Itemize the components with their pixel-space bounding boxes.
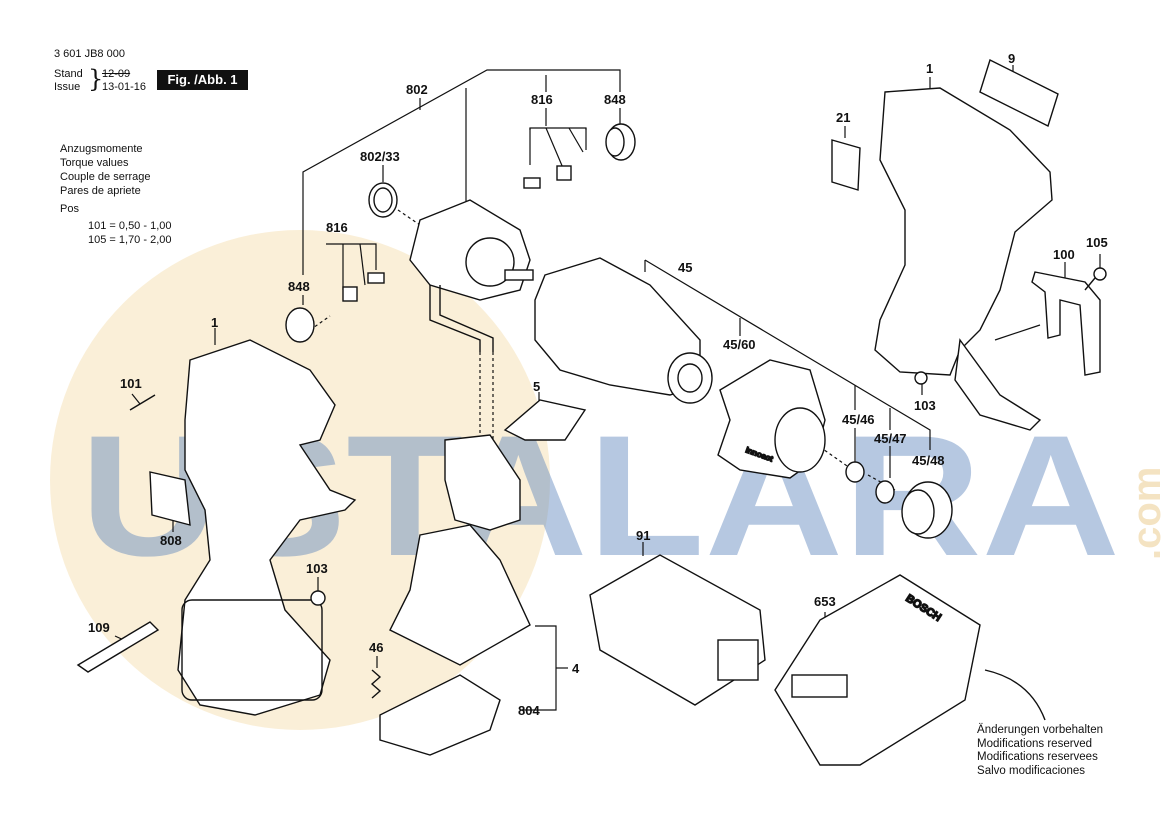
label-1-top: 1 (926, 61, 933, 76)
part-21-label (831, 139, 861, 191)
part-4-electronics-module (389, 524, 531, 666)
part-101-screw (129, 394, 156, 411)
label-816-left: 816 (326, 220, 348, 235)
old-date: 12-09 (102, 68, 131, 80)
part-45-48-sleeve-inner (901, 489, 935, 535)
part-804-battery-plate (379, 674, 501, 756)
part-103-nut-left (310, 590, 326, 606)
label-4: 4 (572, 661, 580, 676)
part-45-47-ring (875, 480, 895, 504)
part-816-spring-left (342, 286, 358, 302)
part-802-motor-face (465, 237, 515, 287)
part-105-screw (1093, 267, 1107, 281)
part-816-spring-top (556, 165, 572, 181)
part-46-spring (370, 669, 382, 699)
part-45-46-ring (845, 461, 865, 483)
part-91-battery-terminal (717, 639, 759, 681)
label-802-33: 802/33 (360, 149, 400, 164)
label-91: 91 (636, 528, 650, 543)
part-802-motor-lead-1 (429, 285, 481, 352)
note-es: Salvo modificaciones (977, 764, 1086, 777)
switch-body (444, 434, 521, 531)
part-802-motor-shaft (504, 269, 534, 281)
label-1-left: 1 (211, 315, 218, 330)
label-45-48: 45/48 (912, 453, 945, 468)
part-100-belt-clip (1031, 271, 1101, 376)
part-45-output-bore-inner (677, 363, 703, 393)
part-808-label (149, 471, 191, 526)
torque-pos-label: Pos (60, 203, 79, 215)
part-109-bit (76, 621, 160, 673)
label-9: 9 (1008, 51, 1015, 66)
part-9-label-plate (979, 59, 1059, 127)
label-101: 101 (120, 376, 142, 391)
label-45-47: 45/47 (874, 431, 907, 446)
figure-badge: Fig. /Abb. 1 (157, 70, 248, 90)
label-5: 5 (533, 379, 540, 394)
part-45-60-cover-opening (774, 407, 826, 473)
part-1-housing-left-base (181, 599, 323, 701)
label-848-left: 848 (288, 279, 310, 294)
label-103-left: 103 (306, 561, 328, 576)
torque-values-block: Anzugsmomente Torque values Couple de se… (60, 142, 171, 247)
label-46: 46 (369, 640, 383, 655)
part-848-cap-left (285, 307, 315, 343)
label-45-60: 45/60 (723, 337, 756, 352)
label-45-46: 45/46 (842, 412, 875, 427)
label-105: 105 (1086, 235, 1108, 250)
label-808: 808 (160, 533, 182, 548)
part-1-housing-right (874, 87, 1053, 376)
note-de: Änderungen vorbehalten (977, 724, 1103, 736)
modification-notes: Änderungen vorbehalten Modifications res… (977, 724, 1103, 778)
label-109: 109 (88, 620, 110, 635)
torque-value-105: 105 = 1,70 - 2,00 (88, 234, 172, 246)
leader-lines (114, 65, 1101, 711)
label-802: 802 (406, 82, 428, 97)
part-1-housing-foot (954, 338, 1042, 431)
label-848-top: 848 (604, 92, 626, 107)
issue-label: Issue (54, 81, 81, 93)
part-653-charger (774, 574, 981, 766)
label-804: 804 (518, 703, 540, 718)
brace-glyph: } (88, 65, 104, 93)
part-802-33-o-ring-inner (373, 187, 393, 213)
part-653-charger-cable (984, 669, 1046, 721)
part-45-gear-housing (534, 257, 701, 396)
part-653-charger-slot (791, 674, 848, 698)
stand-label: Stand (54, 68, 83, 80)
watermark-suffix: .com (1125, 467, 1169, 560)
part-816-brush-left (367, 272, 385, 284)
torque-title-en: Torque values (60, 157, 129, 169)
torque-title-de: Anzugsmomente (60, 143, 143, 155)
part-802-motor-lead-2 (439, 285, 494, 352)
note-fr: Modifications reservees (977, 751, 1098, 763)
label-653: 653 (814, 594, 836, 609)
document-number: 3 601 JB8 000 (54, 48, 125, 60)
part-816-brush-top (523, 177, 541, 189)
new-date: 13-01-16 (102, 81, 147, 93)
part-103-nut-right (914, 371, 928, 385)
part-1-housing-left (177, 339, 357, 716)
label-45: 45 (678, 260, 692, 275)
torque-value-101: 101 = 0,50 - 1,00 (88, 220, 172, 232)
label-816-top: 816 (531, 92, 553, 107)
part-5-switch-cover (503, 399, 587, 441)
label-100: 100 (1053, 247, 1075, 262)
part-number-labels: 1 9 21 802 816 848 802/33 816 848 45 45/… (88, 51, 1108, 718)
torque-title-fr: Couple de serrage (60, 171, 151, 183)
part-848-ring-top-inner (605, 127, 625, 157)
torque-title-es: Pares de apriete (60, 185, 141, 197)
label-21: 21 (836, 110, 850, 125)
label-103-right: 103 (914, 398, 936, 413)
components: innoact (76, 59, 1107, 766)
note-en: Modifications reserved (977, 737, 1093, 750)
